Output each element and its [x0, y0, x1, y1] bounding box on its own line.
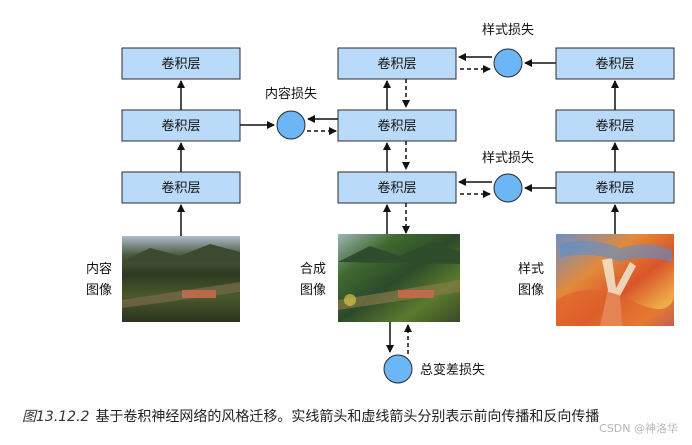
total-variation-loss-label: 总变差损失 — [420, 362, 485, 378]
synthesized-image — [338, 234, 460, 322]
synth-conv-layer-bottom: 卷积层 — [337, 171, 457, 204]
style-conv-layer-bottom: 卷积层 — [555, 171, 675, 204]
style-image — [556, 234, 674, 326]
figure-number: 图13.12.2 — [22, 409, 90, 425]
style-image-label-line2: 图像 — [518, 283, 544, 298]
figure-caption-text: 基于卷积神经网络的风格迁移。实线箭头和虚线箭头分别表示前向传播和反向传播 — [95, 409, 600, 425]
layer-label: 卷积层 — [377, 180, 416, 196]
layer-label: 卷积层 — [161, 118, 200, 134]
content-conv-layer-top: 卷积层 — [121, 47, 241, 80]
layer-label: 卷积层 — [377, 118, 416, 134]
watermark: CSDN @神洛华 — [599, 422, 678, 435]
layer-label: 卷积层 — [595, 180, 634, 196]
style-loss-top-node — [493, 48, 523, 78]
content-loss-label: 内容损失 — [265, 86, 317, 102]
content-loss-node — [276, 110, 306, 140]
synth-conv-layer-top: 卷积层 — [337, 47, 457, 80]
layer-label: 卷积层 — [595, 118, 634, 134]
style-loss-bottom-label: 样式损失 — [482, 151, 534, 166]
content-image — [122, 236, 240, 322]
layer-label: 卷积层 — [595, 56, 634, 72]
figure-caption: 图13.12.2 基于卷积神经网络的风格迁移。实线箭头和虚线箭头分别表示前向传播和… — [22, 406, 599, 426]
style-conv-layer-top: 卷积层 — [555, 47, 675, 80]
content-image-label-line2: 图像 — [86, 283, 112, 298]
layer-label: 卷积层 — [377, 56, 416, 72]
layer-label: 卷积层 — [161, 180, 200, 196]
synth-conv-layer-middle: 卷积层 — [337, 109, 457, 142]
synth-image-label-line1: 合成 — [300, 262, 326, 277]
style-loss-bottom-node — [493, 173, 523, 203]
content-conv-layer-middle: 卷积层 — [121, 109, 241, 142]
content-image-label-line1: 内容 — [86, 261, 112, 277]
style-conv-layer-middle: 卷积层 — [555, 109, 675, 142]
style-loss-top-label: 样式损失 — [482, 23, 534, 38]
style-image-label-line1: 样式 — [518, 262, 544, 277]
content-conv-layer-bottom: 卷积层 — [121, 171, 241, 204]
synth-image-label-line2: 图像 — [300, 283, 326, 298]
layer-label: 卷积层 — [161, 56, 200, 72]
total-variation-loss-node — [383, 354, 413, 384]
